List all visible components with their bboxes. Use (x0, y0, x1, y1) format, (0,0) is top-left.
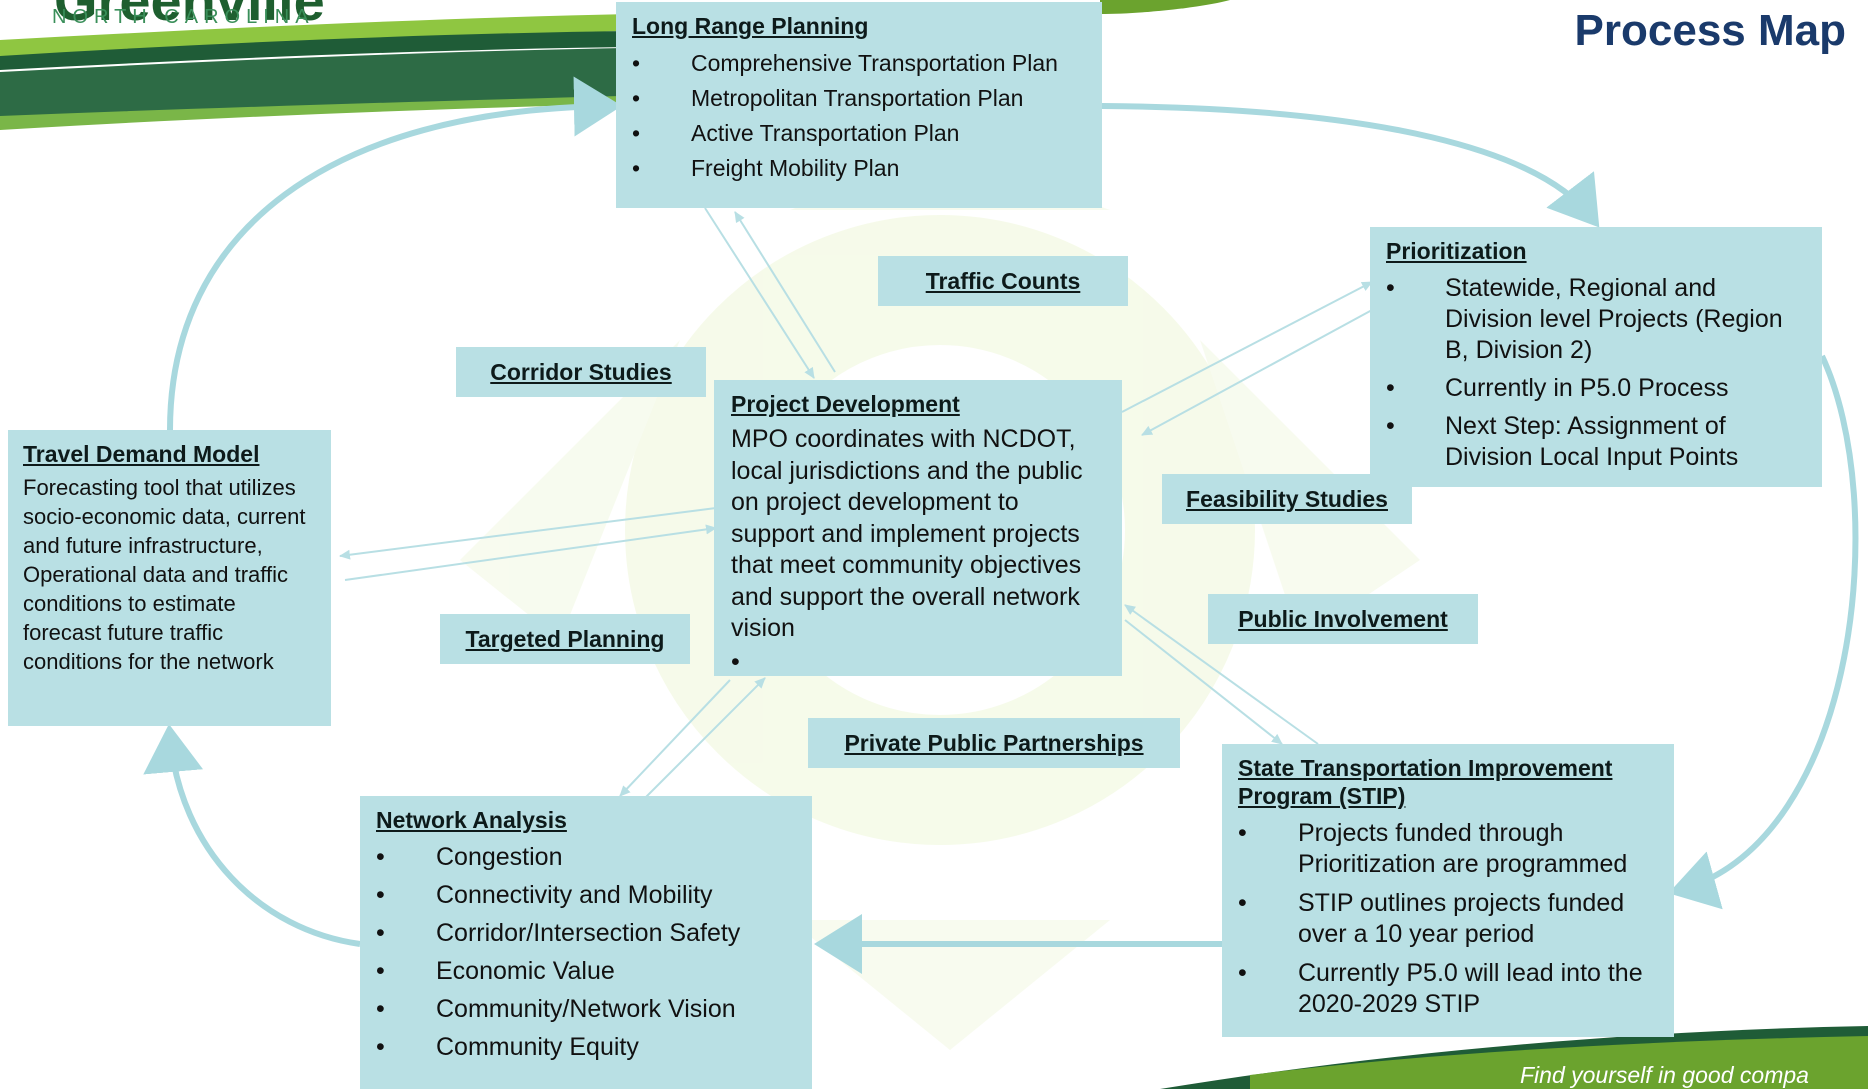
list-item: Metropolitan Transportation Plan (632, 81, 1086, 116)
list-item: Projects funded through Prioritization a… (1238, 818, 1658, 880)
travel-demand-model-box: Travel Demand Model Forecasting tool tha… (8, 430, 331, 726)
logo-name: Greenville (54, 0, 325, 32)
bullet-list: Congestion Connectivity and Mobility Cor… (376, 838, 796, 1066)
list-item: Community/Network Vision (376, 990, 796, 1028)
targeted-planning-label: Targeted Planning (440, 614, 690, 664)
list-item: STIP outlines projects funded over a 10 … (1238, 888, 1658, 950)
box-title: Travel Demand Model (23, 441, 260, 467)
list-item: Congestion (376, 838, 796, 876)
list-item: Connectivity and Mobility (376, 876, 796, 914)
page-title: Process Map (1574, 6, 1846, 55)
list-item: Statewide, Regional and Division level P… (1386, 273, 1806, 366)
box-body: Forecasting tool that utilizes socio-eco… (23, 475, 306, 674)
bullet-list: Projects funded through Prioritization a… (1238, 818, 1658, 1020)
bullet-list: Statewide, Regional and Division level P… (1386, 273, 1806, 473)
list-item: Economic Value (376, 952, 796, 990)
logo-subtitle: NORTH CAROLINA (52, 6, 315, 28)
list-item: Freight Mobility Plan (632, 151, 1086, 186)
box-title: Long Range Planning (632, 13, 869, 39)
box-body: MPO coordinates with NCDOT, local jurisd… (731, 425, 1083, 642)
box-title: Project Development (731, 391, 960, 417)
box-title: State Transportation Improvement Program… (1238, 755, 1613, 809)
box-title: Network Analysis (376, 807, 567, 833)
list-item: Active Transportation Plan (632, 116, 1086, 151)
list-item: Next Step: Assignment of Division Local … (1386, 411, 1806, 473)
public-involvement-label: Public Involvement (1208, 594, 1478, 644)
empty-bullet: • (731, 647, 740, 676)
stip-box: State Transportation Improvement Program… (1222, 744, 1674, 1037)
connector-arrows (339, 207, 1373, 799)
footer-swoosh (1160, 1026, 1868, 1089)
bullet-list: Comprehensive Transportation Plan Metrop… (632, 46, 1086, 186)
list-item: Comprehensive Transportation Plan (632, 46, 1086, 81)
network-analysis-box: Network Analysis Congestion Connectivity… (360, 796, 812, 1089)
private-public-partnerships-label: Private Public Partnerships (808, 718, 1180, 768)
box-title: Prioritization (1386, 238, 1527, 264)
corridor-studies-label: Corridor Studies (456, 347, 706, 397)
list-item: Corridor/Intersection Safety (376, 914, 796, 952)
feasibility-studies-label: Feasibility Studies (1162, 474, 1412, 524)
list-item: Community Equity (376, 1028, 796, 1066)
project-development-box: Project Development MPO coordinates with… (714, 380, 1122, 676)
prioritization-box: Prioritization Statewide, Regional and D… (1370, 227, 1822, 487)
long-range-planning-box: Long Range Planning Comprehensive Transp… (616, 2, 1102, 208)
list-item: Currently P5.0 will lead into the 2020-2… (1238, 958, 1658, 1020)
cycle-arrows (143, 76, 1859, 974)
list-item: Currently in P5.0 Process (1386, 373, 1806, 404)
traffic-counts-label: Traffic Counts (878, 256, 1128, 306)
footer-tagline: Find yourself in good compa (1520, 1062, 1809, 1088)
